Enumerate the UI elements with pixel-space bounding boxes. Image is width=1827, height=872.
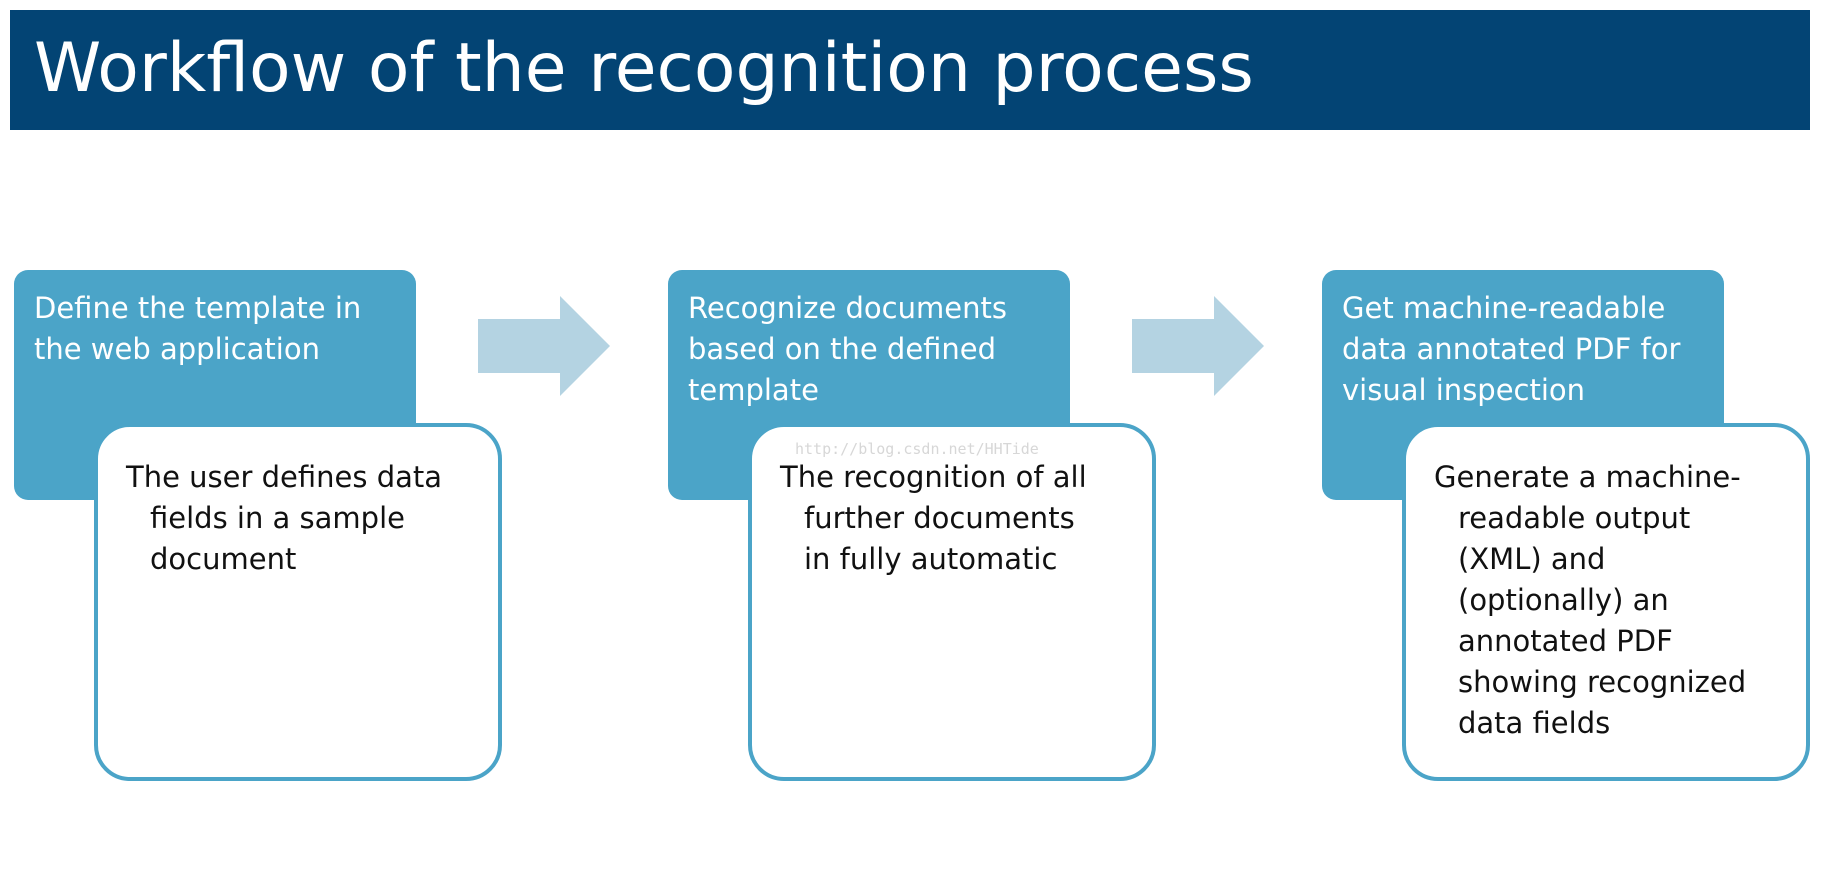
title-banner: Workflow of the recognition process <box>10 10 1810 130</box>
step-1-detail-line-3: document <box>150 542 297 576</box>
step-2-detail-line-1: The recognition of all <box>780 460 1087 494</box>
right-arrow-icon <box>478 296 610 396</box>
step-1-detail-text: The user defines data fields in a sample… <box>94 423 484 580</box>
step-1-detail-line-1: The user defines data <box>126 460 443 494</box>
right-arrow-icon <box>1132 296 1264 396</box>
step-2-detail-line-3: in fully automatic <box>804 542 1058 576</box>
step-3-detail-line-6: showing recognized <box>1458 665 1747 699</box>
step-3-detail-line-3: (XML) and <box>1458 542 1606 576</box>
step-2-detail-box <box>748 423 1156 781</box>
right-arrow-shape <box>478 296 610 396</box>
page-title: Workflow of the recognition process <box>34 29 1254 108</box>
step-2-detail-line-2: further documents <box>804 501 1075 535</box>
step-1-detail-box <box>94 423 502 781</box>
step-3-detail-line-5: annotated PDF <box>1458 624 1673 658</box>
step-3-detail-line-2: readable output <box>1458 501 1691 535</box>
step-1-header-line-2: the web application <box>34 332 320 366</box>
step-3-header-line-1: Get machine-readable <box>1342 291 1666 325</box>
step-3-detail-line-7: data fields <box>1458 706 1611 740</box>
step-3-header-box: Get machine-readable data annotated PDF … <box>1322 270 1724 500</box>
step-3-header-line-3: visual inspection <box>1342 373 1586 407</box>
step-1-header-text: Define the template in the web applicati… <box>34 288 398 370</box>
step-1-header-line-1: Define the template in <box>34 291 362 325</box>
step-3-detail-line-1: Generate a machine- <box>1434 460 1741 494</box>
right-arrow-shape <box>1132 296 1264 396</box>
step-3-header-text: Get machine-readable data annotated PDF … <box>1342 288 1706 411</box>
step-2-header-line-1: Recognize documents <box>688 291 1007 325</box>
step-3-detail-text: Generate a machine- readable output (XML… <box>1402 423 1792 744</box>
watermark-text: http://blog.csdn.net/HHTide <box>795 440 1039 458</box>
step-3-detail-line-4: (optionally) an <box>1458 583 1669 617</box>
step-2-header-line-2: based on the defined <box>688 332 997 366</box>
step-3-detail-box <box>1402 423 1810 781</box>
step-2-header-line-3: template <box>688 373 819 407</box>
step-2-detail-text: The recognition of all further documents… <box>748 423 1138 580</box>
step-1-detail-line-2: fields in a sample <box>150 501 405 535</box>
step-2-header-text: Recognize documents based on the defined… <box>688 288 1052 411</box>
step-3-header-line-2: data annotated PDF for <box>1342 332 1681 366</box>
